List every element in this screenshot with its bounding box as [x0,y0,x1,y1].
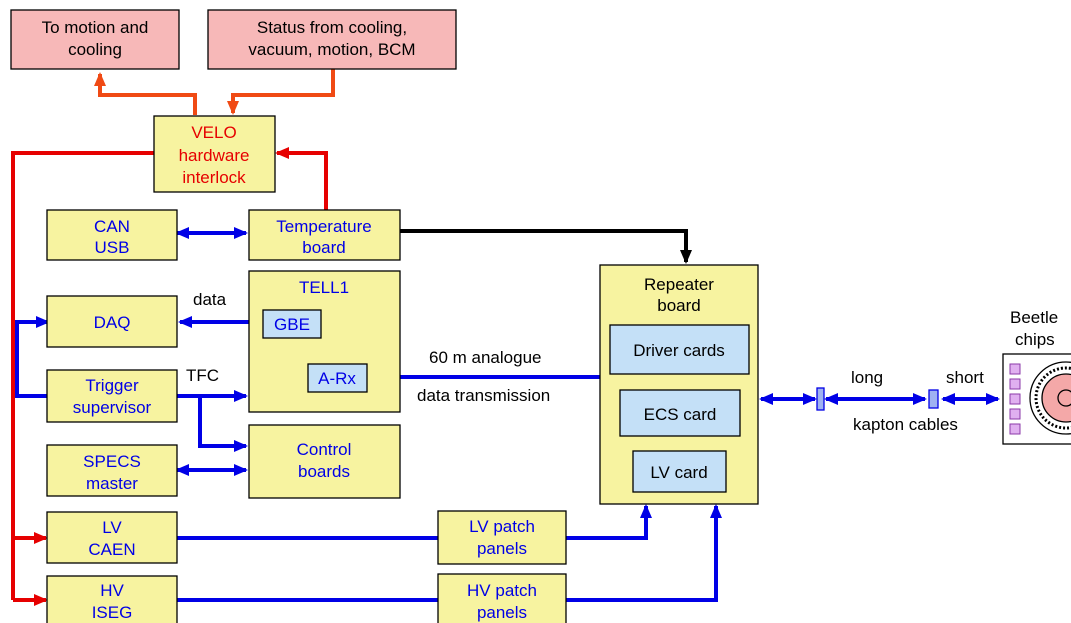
ecs-card-label: ECS card [644,405,717,424]
arx-label: A-Rx [318,369,356,388]
lv-card-rect [632,450,727,493]
gbe-rect [262,309,322,339]
kapton-cable-connector [928,389,939,409]
repeater-line-1: Repeater [644,275,714,294]
trigger-rect [46,369,178,423]
control-rect [248,424,401,499]
analogue-label: 60 m analogue [429,348,541,367]
to-motion-line-1: To motion and [42,18,149,37]
hv-iseg-rect [46,575,178,623]
daq-label: DAQ [94,313,131,332]
trigger-line-2: supervisor [73,398,152,417]
repeater-board-box: Repeater board Driver cards ECS card LV … [599,264,759,505]
tell1-rect [248,270,401,413]
beetle-chip-2 [1009,378,1021,390]
temperature-board-box: Temperature board [248,209,401,261]
temperature-rect [248,209,401,261]
temperature-to-interlock-arrow [275,147,328,210]
transmission-label: data transmission [417,386,550,405]
status-line-2: vacuum, motion, BCM [248,40,415,59]
gbe-label: GBE [274,315,310,334]
sensor-center [1057,389,1071,407]
short-label: short [946,368,984,387]
beetle-chip-1 [1009,363,1021,375]
lv-patch-to-repeater-arrow [566,504,652,540]
lv-caen-box: LV CAEN [46,511,178,564]
beetle-line-2: chips [1015,330,1055,349]
connectors [11,69,1000,606]
velo-line-3: interlock [182,168,246,187]
velo-line-2: hardware [179,146,250,165]
specs-master-box: SPECS master [46,444,178,497]
temperature-line-1: Temperature [276,217,371,236]
repeater-cable-connector [816,387,825,411]
lv-patch-box: LV patch panels [437,510,567,565]
specs-rect [46,444,178,497]
velo-line-1: VELO [191,123,236,142]
lv-caen-line-1: LV [102,518,122,537]
hv-patch-box: HV patch panels [437,573,567,623]
trigger-to-daq-arrow [15,316,50,398]
control-boards-box: Control boards [248,424,401,499]
hv-patch-line-2: panels [477,603,527,622]
velo-interlock-rect [153,115,276,193]
lv-patch-rect [437,510,567,565]
daq-rect [46,295,178,348]
kapton-label: kapton cables [853,415,958,434]
lv-caen-rect [46,511,178,564]
ecs-card-rect [619,389,741,437]
trigger-to-control-arrow [198,396,248,452]
beetle-chip-3 [1009,393,1021,405]
repeater-line-2: board [657,296,700,315]
hybrid-module [1002,353,1071,445]
hv-patch-rect [437,573,567,623]
driver-cards-label: Driver cards [633,341,725,360]
specs-line-1: SPECS [83,452,141,471]
to-motion-line-2: cooling [68,40,122,59]
to-motion-rect [10,9,180,70]
beetle-line-1: Beetle [1010,308,1058,327]
arx-rect [307,363,368,393]
sensor-body [1041,373,1071,423]
status-line-1: Status from cooling, [257,18,407,37]
tell1-box: TELL1 GBE A-Rx [248,270,401,413]
trigger-supervisor-box: Trigger supervisor [46,369,178,423]
interlock-trunk-line [11,151,155,600]
hv-iseg-line-2: ISEG [92,603,133,622]
hv-iseg-line-1: HV [100,581,124,600]
control-line-2: boards [298,462,350,481]
interlock-to-motion-arrow [94,72,197,115]
data-label: data [193,290,227,309]
can-line-1: CAN [94,217,130,236]
lv-caen-line-2: CAEN [88,540,135,559]
control-line-1: Control [297,440,352,459]
beetle-chip-5 [1009,423,1021,435]
driver-cards-rect [609,324,750,375]
hv-patch-line-1: HV patch [467,581,537,600]
to-motion-box: To motion and cooling [10,9,180,70]
hv-iseg-box: HV ISEG [46,575,178,623]
temperature-to-repeater-arrow [400,229,692,264]
tell1-label: TELL1 [299,278,349,297]
can-usb-box: CAN USB [46,209,178,261]
status-rect [207,9,457,70]
lv-patch-line-1: LV patch [469,517,535,536]
daq-box: DAQ [46,295,178,348]
tfc-label: TFC [186,366,219,385]
beetle-chip-4 [1009,408,1021,420]
hv-patch-to-repeater-arrow [566,504,722,602]
can-line-2: USB [95,238,130,257]
specs-line-2: master [86,474,138,493]
trigger-line-1: Trigger [85,376,139,395]
lv-card-label: LV card [650,463,707,482]
temperature-line-2: board [302,238,345,257]
velo-interlock-box: VELO hardware interlock [153,115,276,193]
sensor-strip-ring [1034,366,1071,430]
status-box: Status from cooling, vacuum, motion, BCM [207,9,457,70]
status-to-interlock-arrow [227,69,335,115]
can-usb-rect [46,209,178,261]
lv-patch-line-2: panels [477,539,527,558]
long-label: long [851,368,883,387]
